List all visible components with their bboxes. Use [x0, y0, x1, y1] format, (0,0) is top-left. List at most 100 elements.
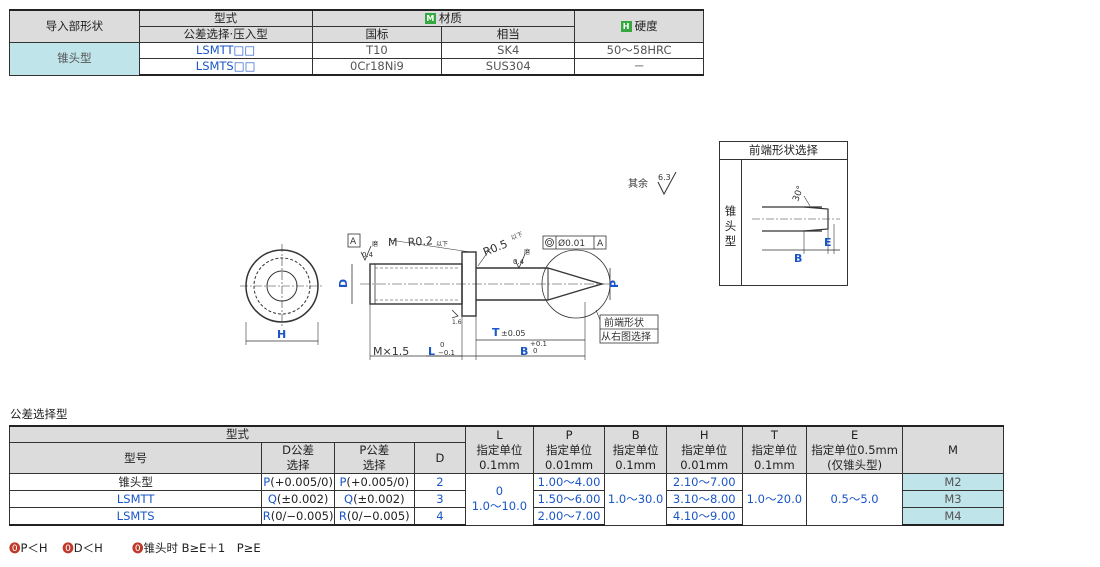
footnote-3: 锥头时 B≥E＋1 P≥E: [143, 541, 261, 555]
dim-P: P: [608, 280, 621, 288]
dim-Mx15: M×1.5: [373, 345, 409, 358]
national-cell: 0Cr18Ni9: [311, 58, 443, 76]
M-cell: M3: [902, 490, 1004, 508]
material-badge: M: [424, 13, 436, 24]
shape-cell: 锥头型: [9, 42, 140, 76]
dim-L: L: [428, 345, 435, 358]
dim-H: H: [277, 328, 286, 341]
national-cell: T10: [311, 42, 443, 59]
yixia-2: 以下: [510, 231, 524, 242]
p-tol-cell: P(+0.005/0): [333, 473, 415, 491]
tip-dim-E: E: [824, 236, 832, 249]
dim-T: T: [492, 326, 500, 339]
section-title: 公差选择型: [10, 407, 68, 421]
tip-shape-panel: 前端形状选择 锥 头 型 30° B E: [719, 141, 848, 286]
P-cell: 2.00～7.00: [532, 507, 606, 526]
d-tol-cell: P(+0.005/0): [261, 473, 335, 491]
d-tol-cell: R(0/−0.005): [261, 507, 335, 526]
tip-dim-B: B: [794, 252, 802, 265]
type-cell: LSMTS□□: [138, 58, 313, 76]
datum-A-label: A: [350, 237, 357, 247]
header-type: 型式: [138, 9, 313, 27]
surface-rest-label: 其余: [628, 177, 648, 190]
header-M: M: [902, 425, 1004, 474]
grind-mark-1: 磨: [372, 240, 378, 248]
yixia-1: 以下: [436, 241, 448, 248]
side-view: [347, 233, 659, 360]
note-line2: 从右图选择: [601, 330, 651, 343]
p-tol-cell: R(0/−0.005): [333, 507, 415, 526]
H-cell: 4.10～9.00: [665, 507, 743, 526]
dim-L-tol-bot: −0.1: [438, 349, 455, 357]
P-cell: 1.50～6.00: [532, 490, 606, 508]
dim-T-tol: ±0.05: [501, 329, 526, 338]
d-tol-cell: Q(±0.002): [261, 490, 335, 508]
H-cell: 3.10～8.00: [665, 490, 743, 508]
H-cell: 2.10～7.00: [665, 473, 743, 491]
T-range-cell: 1.0～20.0: [741, 473, 808, 526]
note-icon: ⓿: [9, 541, 21, 555]
tip-panel-title: 前端形状选择: [720, 142, 847, 160]
header-equivalent: 相当: [441, 26, 576, 43]
dim-D: D: [337, 279, 350, 288]
radius-R02: R0.2: [407, 234, 433, 249]
table-row: LSMTT Q(±0.002) Q(±0.002) 3 1.50～6.00 3.…: [8, 490, 1004, 508]
header-guide-shape: 导入部形状: [9, 9, 140, 43]
model-cell: LSMTS: [8, 507, 263, 526]
surface-value-label: 6.3: [658, 173, 671, 182]
datum-A-ref: A: [597, 239, 604, 249]
header-tolerance-press: 公差选择·压入型: [138, 26, 313, 43]
D-cell: 4: [413, 507, 467, 526]
dim-B-tol-top: +0.1: [530, 340, 547, 348]
M-cell: M4: [902, 507, 1004, 526]
footnote-2: D＜H: [73, 541, 103, 555]
header-D: D: [413, 442, 467, 474]
roughness-04b: 0.4: [513, 258, 525, 266]
technical-drawing: 其余 6.3 H: [240, 171, 677, 360]
angle-label: 30°: [791, 185, 806, 203]
roughness-icon: [657, 171, 677, 196]
tol-value: Ø0.01: [558, 238, 585, 249]
end-view: [240, 244, 324, 345]
D-cell: 2: [413, 473, 467, 491]
p-tol-cell: Q(±0.002): [333, 490, 415, 508]
dim-L-tol-top: 0: [440, 341, 444, 349]
D-cell: 3: [413, 490, 467, 508]
grind-mark-2: 磨: [524, 248, 530, 256]
note-icon: ⓿: [62, 541, 74, 555]
table-row: 锥头型 LSMTT□□ T10 SK4 50～58HRC: [9, 42, 704, 76]
equiv-cell: SUS304: [441, 58, 576, 76]
model-cell: LSMTT: [8, 490, 263, 508]
table-row: LSMTS R(0/−0.005) R(0/−0.005) 4 2.00～7.0…: [8, 507, 1004, 526]
M-cell: M2: [902, 473, 1004, 491]
thread-M-label: M: [388, 236, 398, 249]
roughness-04a: 0.4: [362, 251, 374, 259]
radius-R05: R0.5: [481, 237, 509, 258]
roughness-16: 1.6: [452, 319, 462, 326]
footnote: ⓿P＜H ⓿D＜H ⓿锥头时 B≥E＋1 P≥E: [9, 540, 261, 556]
header-p-tol: P公差选择: [333, 442, 415, 474]
hardness-cell: 50～58HRC: [574, 42, 704, 59]
E-range-cell: 0.5～5.0: [806, 473, 904, 526]
note-line1: 前端形状: [604, 316, 644, 329]
tip-panel-side: 锥 头 型: [720, 160, 742, 285]
hardness-badge: H: [620, 21, 632, 32]
P-cell: 1.00～4.00: [532, 473, 606, 491]
header-type: 型式: [8, 425, 467, 443]
type-cell: LSMTT□□: [138, 42, 313, 59]
B-range-cell: 1.0～30.0: [604, 473, 667, 526]
header-d-tol: D公差选择: [261, 442, 335, 474]
dim-B-tol-bot: 0: [533, 347, 537, 355]
model-cell: 锥头型: [8, 473, 263, 491]
header-national-std: 国标: [311, 26, 443, 43]
